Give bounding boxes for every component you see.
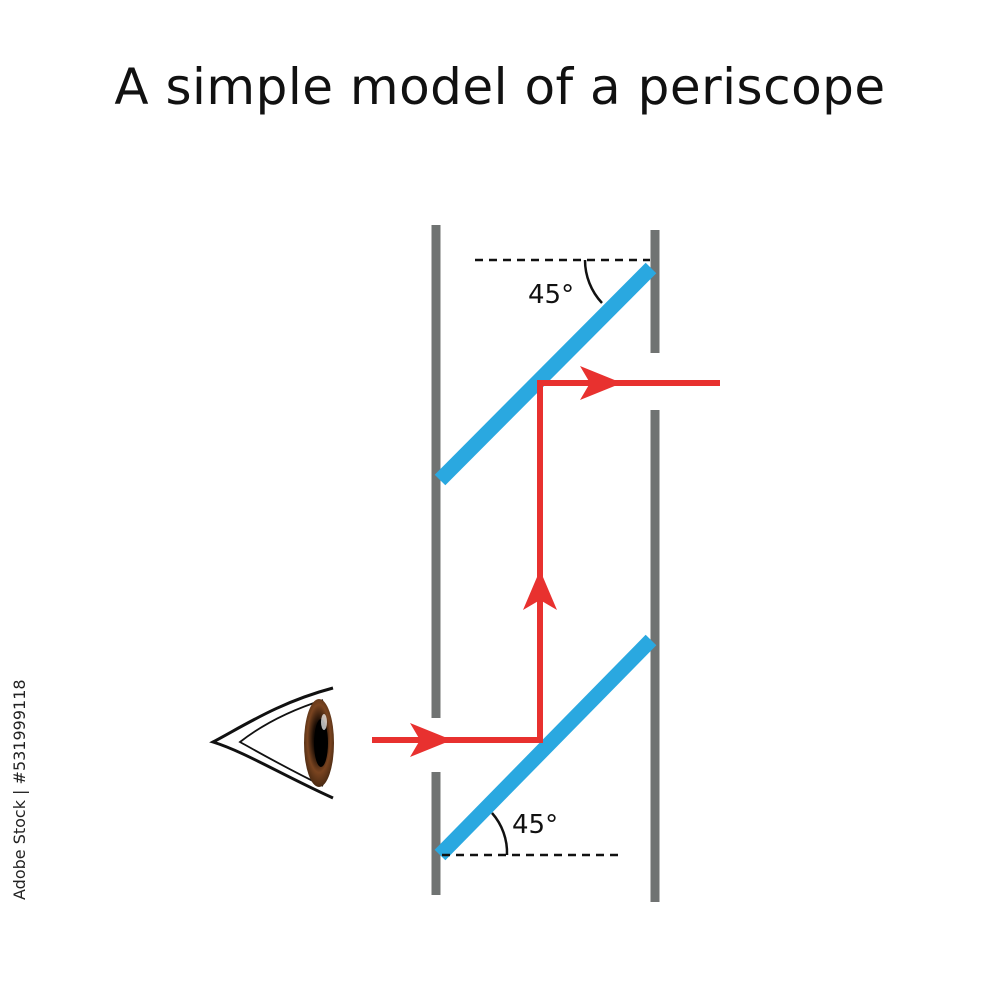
ray-arrow-middle-up [523, 570, 557, 610]
bottom-angle-label: 45° [512, 810, 558, 840]
ray-arrow-bottom-right [410, 723, 452, 757]
top-angle-label: 45° [528, 280, 574, 310]
bottom-angle-arc [491, 812, 509, 856]
ray-arrow-top-right [580, 366, 622, 400]
top-mirror [434, 262, 657, 486]
light-ray [372, 380, 720, 743]
eye-icon [209, 686, 334, 800]
top-angle-arc [583, 259, 603, 304]
stock-id-text: Adobe Stock | #531999118 [10, 679, 29, 900]
bottom-mirror [434, 634, 657, 861]
diagram-title: A simple model of a periscope [114, 58, 886, 116]
